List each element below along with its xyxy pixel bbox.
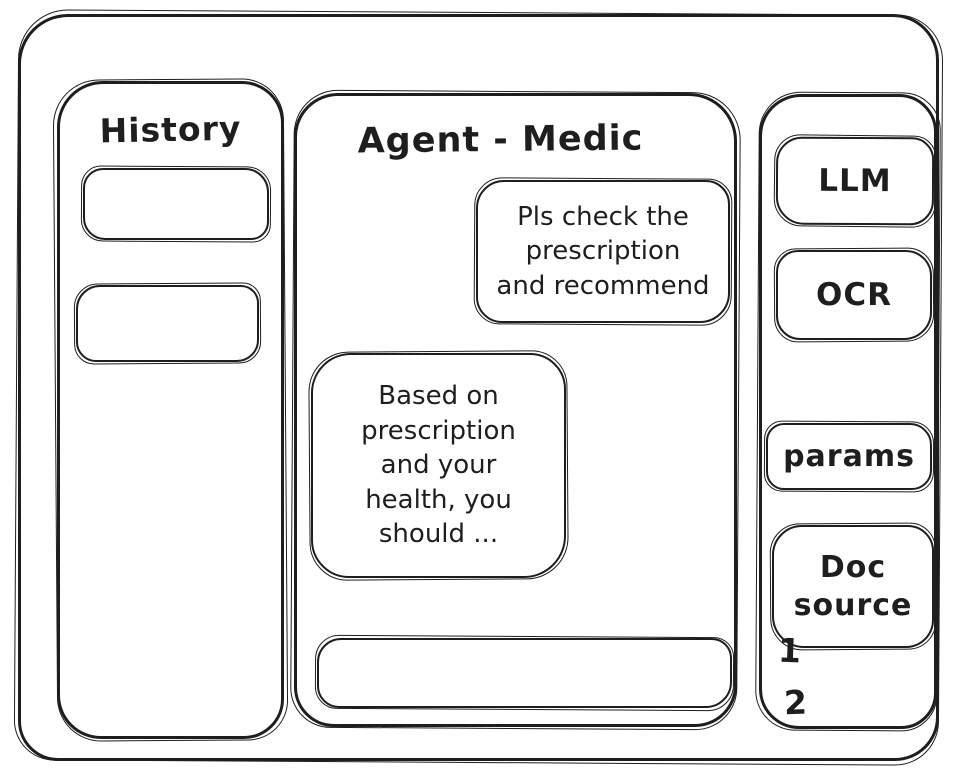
llm-module-button[interactable]: LLM [775, 136, 935, 226]
llm-module-label: LLM [818, 162, 892, 199]
assistant-message-line: should ... [378, 519, 499, 550]
params-module-label: params [783, 438, 915, 474]
history-item-1[interactable] [83, 168, 269, 240]
tools-sidebar: LLM OCR params Doc source 1 2 [759, 94, 937, 729]
user-message-line: prescription [525, 236, 681, 267]
chat-title: Agent - Medic [357, 118, 644, 162]
doc-source-module-button[interactable]: Doc source [772, 525, 934, 648]
chat-panel: Agent - Medic Pls check the prescription… [294, 93, 737, 727]
annotation-number-1: 1 [777, 630, 802, 671]
user-message-bubble: Pls check the prescription and recommend [476, 180, 730, 323]
assistant-message-line: health, you [365, 484, 512, 515]
message-input-bar [317, 638, 732, 708]
assistant-message-line: prescription [361, 415, 516, 446]
assistant-message-line: Based on [378, 381, 499, 412]
ocr-module-button[interactable]: OCR [776, 250, 932, 340]
annotation-number-2: 2 [783, 682, 808, 723]
history-sidebar: History [57, 81, 284, 739]
user-message-line: Pls check the [517, 201, 689, 232]
params-module-button[interactable]: params [766, 423, 932, 490]
history-title: History [99, 108, 242, 151]
assistant-message-line: and your [380, 450, 497, 481]
assistant-message-bubble: Based on prescription and your health, y… [311, 353, 566, 578]
history-item-2[interactable] [76, 285, 259, 362]
user-message-line: and recommend [496, 270, 710, 301]
doc-source-label-line: source [793, 587, 913, 623]
ocr-module-label: OCR [816, 276, 892, 313]
message-input[interactable] [319, 640, 730, 706]
doc-source-label-line: Doc [819, 550, 887, 585]
app-window-frame: History Agent - Medic Pls check the pres… [18, 14, 939, 761]
